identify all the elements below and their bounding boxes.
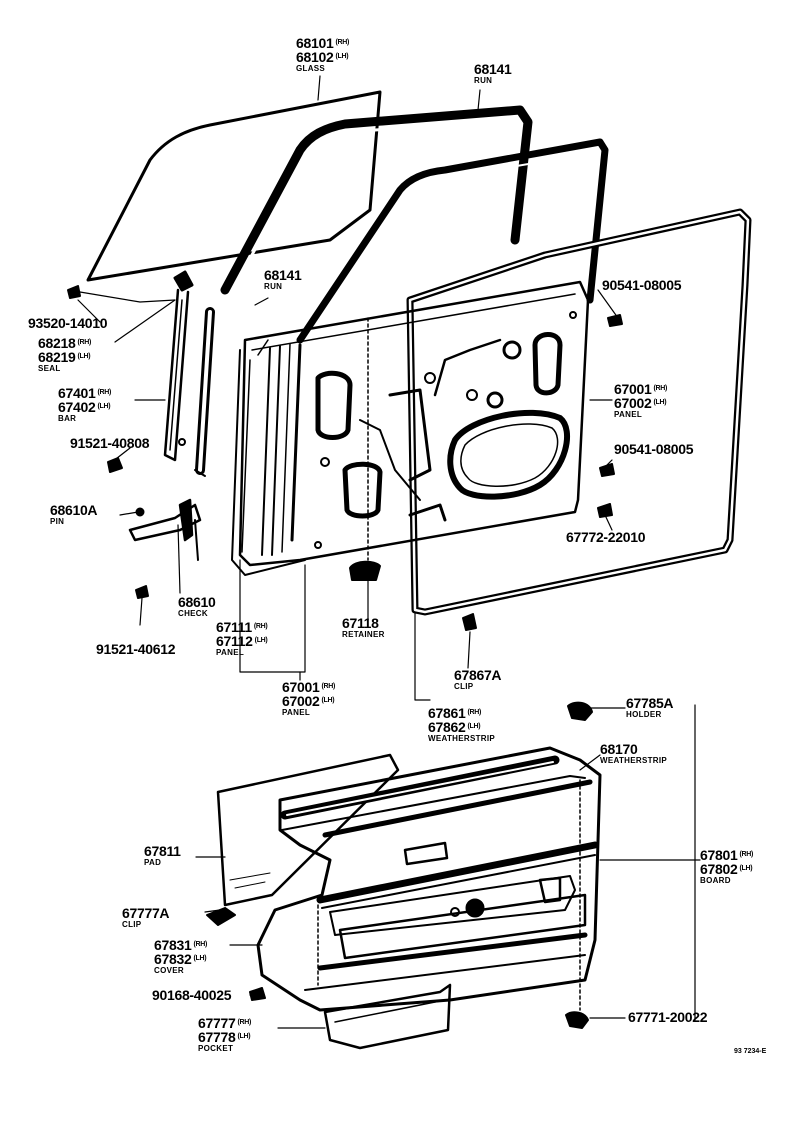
callout-clip-93520: 93520-14010	[28, 315, 108, 331]
callout-plug-67772: 67772-22010	[566, 529, 646, 545]
callout-pin: 68610A PIN	[50, 502, 98, 526]
door-weatherstrip	[406, 208, 752, 616]
callout-glass: 68101(RH) 68102(LH) GLASS	[296, 35, 350, 73]
callout-clip-67867: 67867A CLIP	[454, 667, 502, 691]
door-check-assembly	[128, 498, 202, 561]
door-trim-pad	[216, 753, 400, 907]
callout-bolt-40808: 91521-40808	[70, 435, 150, 451]
leader-lines	[77, 75, 701, 1029]
callout-bolt-40612: 91521-40612	[96, 641, 176, 657]
callout-cover: 67831(RH) 67832(LH) COVER	[154, 937, 208, 975]
callout-bar: 67401(RH) 67402(LH) BAR	[58, 385, 112, 423]
callout-holder: 67785A HOLDER	[626, 695, 674, 719]
door-division-bar	[163, 270, 194, 462]
door-inner-panel	[231, 280, 590, 576]
callout-run-top: 68141 RUN	[474, 61, 512, 85]
callout-panel-67001-right: 67001(RH) 67002(LH) PANEL	[614, 381, 668, 419]
callout-panel-67111: 67111(RH) 67112(LH) PANEL	[216, 619, 268, 657]
door-sash-frame	[296, 138, 609, 344]
callout-pocket: 67777(RH) 67778(LH) POCKET	[198, 1015, 252, 1053]
glass-run-channel	[220, 105, 533, 295]
callout-check: 68610 CHECK	[178, 594, 216, 618]
door-pocket	[323, 983, 452, 1050]
callout-screw-90168: 90168-40025	[152, 987, 232, 1003]
callout-board: 67801(RH) 67802(LH) BOARD	[700, 847, 754, 885]
callout-weatherstrip-door: 67861(RH) 67862(LH) WEATHERSTRIP	[428, 705, 496, 743]
glass-run-vertical	[194, 307, 215, 477]
callout-weatherstrip-belt: 68170 WEATHERSTRIP	[600, 741, 668, 765]
callout-pad: 67811 PAD	[144, 843, 181, 867]
callout-clip-67777: 67777A CLIP	[122, 905, 170, 929]
drawing-code: 93 7234-E	[734, 1048, 767, 1055]
callout-seal: 68218(RH) 68219(LH) SEAL	[38, 335, 92, 373]
callout-screw-90541-b: 90541-08005	[614, 441, 694, 457]
door-trim-board	[256, 317, 602, 1012]
callout-screw-90541-a: 90541-08005	[602, 277, 682, 293]
callout-retainer: 67118 RETAINER	[342, 615, 385, 639]
door-glass	[86, 90, 382, 282]
fasteners	[67, 285, 623, 1029]
callout-panel-67001-bottom: 67001(RH) 67002(LH) PANEL	[282, 679, 336, 717]
callout-run-mid: 68141 RUN	[264, 267, 302, 291]
callout-clip-67771: 67771-20022	[628, 1009, 708, 1025]
